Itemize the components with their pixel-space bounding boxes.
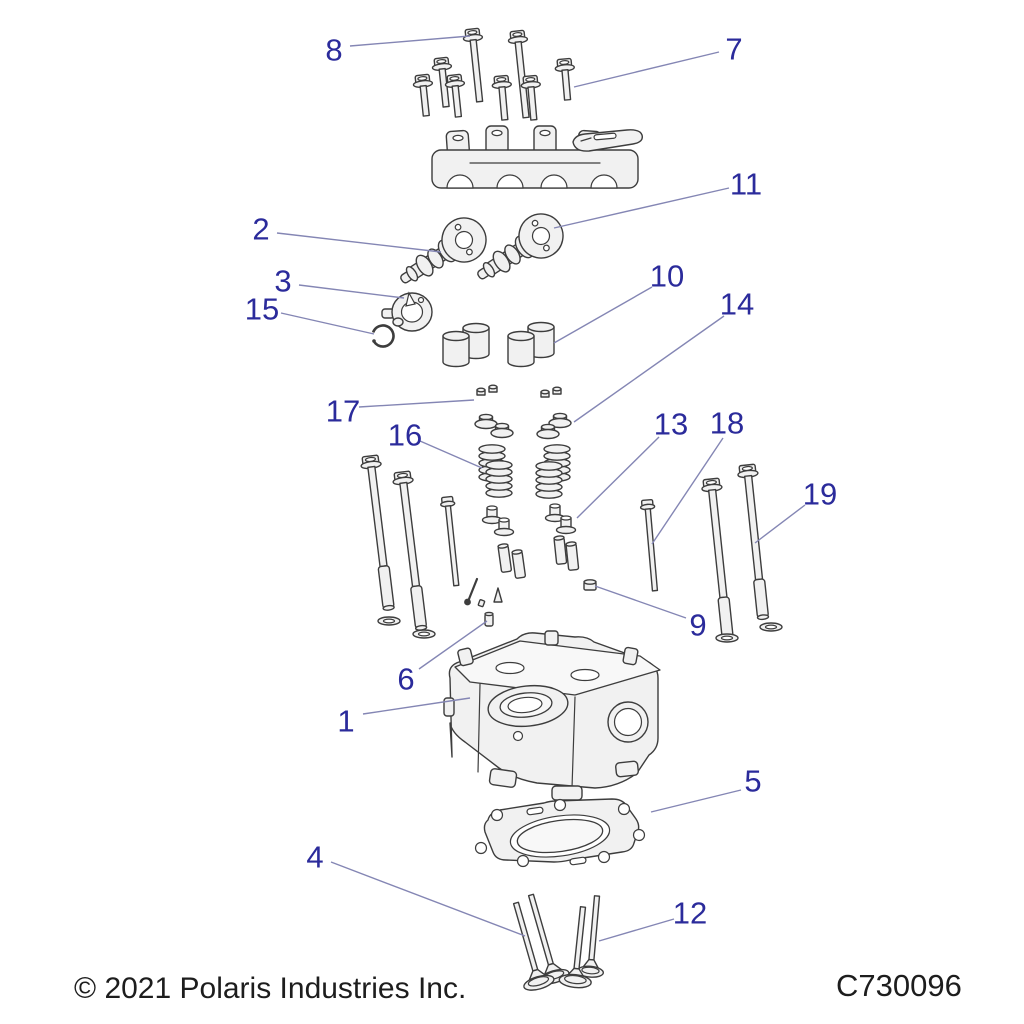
callout-label-16: 16	[388, 418, 422, 453]
small-screw	[464, 577, 503, 608]
valve-stem-seals	[481, 503, 577, 537]
valve-tappets	[442, 321, 555, 368]
callout-leader-7	[573, 51, 720, 88]
snap-ring	[371, 324, 395, 348]
callout-label-15: 15	[245, 292, 279, 327]
callout-leader-8	[349, 35, 471, 47]
camshaft-exhaust	[477, 213, 564, 280]
valve-springs	[478, 444, 571, 499]
head-bolts-left	[360, 454, 460, 639]
callout-label-19: 19	[803, 477, 837, 512]
callout-label-5: 5	[744, 764, 761, 799]
callout-leader-14	[573, 315, 725, 423]
head-gasket	[474, 798, 646, 868]
callout-label-6: 6	[397, 662, 414, 697]
callout-leader-13	[576, 436, 660, 519]
callout-label-4: 4	[306, 840, 323, 875]
callout-leader-17	[358, 399, 475, 408]
cam-compression-release	[381, 291, 433, 332]
callout-label-11: 11	[730, 167, 762, 202]
cap-nut	[583, 579, 597, 591]
exhaust-valve-front	[558, 906, 592, 989]
copyright-text: © 2021 Polaris Industries Inc.	[74, 972, 467, 1005]
drawing-code: C730096	[836, 968, 962, 1003]
callout-label-17: 17	[326, 394, 360, 429]
callout-leader-1	[362, 697, 471, 715]
callout-leader-6	[418, 620, 488, 670]
callout-leader-9	[594, 585, 687, 619]
callout-leader-15	[280, 312, 375, 335]
cam-carrier-bolts	[412, 27, 575, 121]
callout-leader-18	[651, 437, 724, 545]
callout-label-18: 18	[710, 406, 744, 441]
head-bolts-right	[639, 463, 783, 643]
camshaft-intake	[400, 217, 487, 284]
callout-label-10: 10	[650, 259, 684, 294]
callout-leader-10	[553, 286, 653, 344]
callout-label-2: 2	[252, 212, 269, 247]
cylinder-head	[443, 630, 661, 801]
callout-leader-3	[298, 284, 405, 299]
callout-label-3: 3	[274, 264, 291, 299]
callout-leader-19	[754, 504, 806, 544]
callout-leader-2	[276, 232, 442, 253]
intake-valve-front	[512, 901, 555, 991]
spring-retainers	[474, 412, 572, 440]
camshaft-carrier	[431, 125, 639, 189]
callout-label-7: 7	[725, 32, 742, 67]
callout-label-12: 12	[673, 896, 707, 931]
valves	[512, 893, 605, 991]
callout-label-1: 1	[337, 704, 354, 739]
callout-leader-12	[598, 918, 675, 942]
callout-leader-11	[553, 187, 730, 229]
cam-carrier-gasket	[572, 129, 643, 152]
callout-label-14: 14	[720, 287, 754, 322]
callout-label-8: 8	[325, 33, 342, 68]
callout-label-9: 9	[689, 608, 706, 643]
callout-label-13: 13	[654, 407, 688, 442]
callout-leader-16	[419, 440, 483, 469]
callout-leader-5	[650, 789, 742, 813]
valve-guides	[497, 535, 580, 579]
dowel-pin	[484, 611, 494, 627]
valve-keepers	[476, 384, 562, 398]
callout-leader-4	[330, 861, 526, 937]
